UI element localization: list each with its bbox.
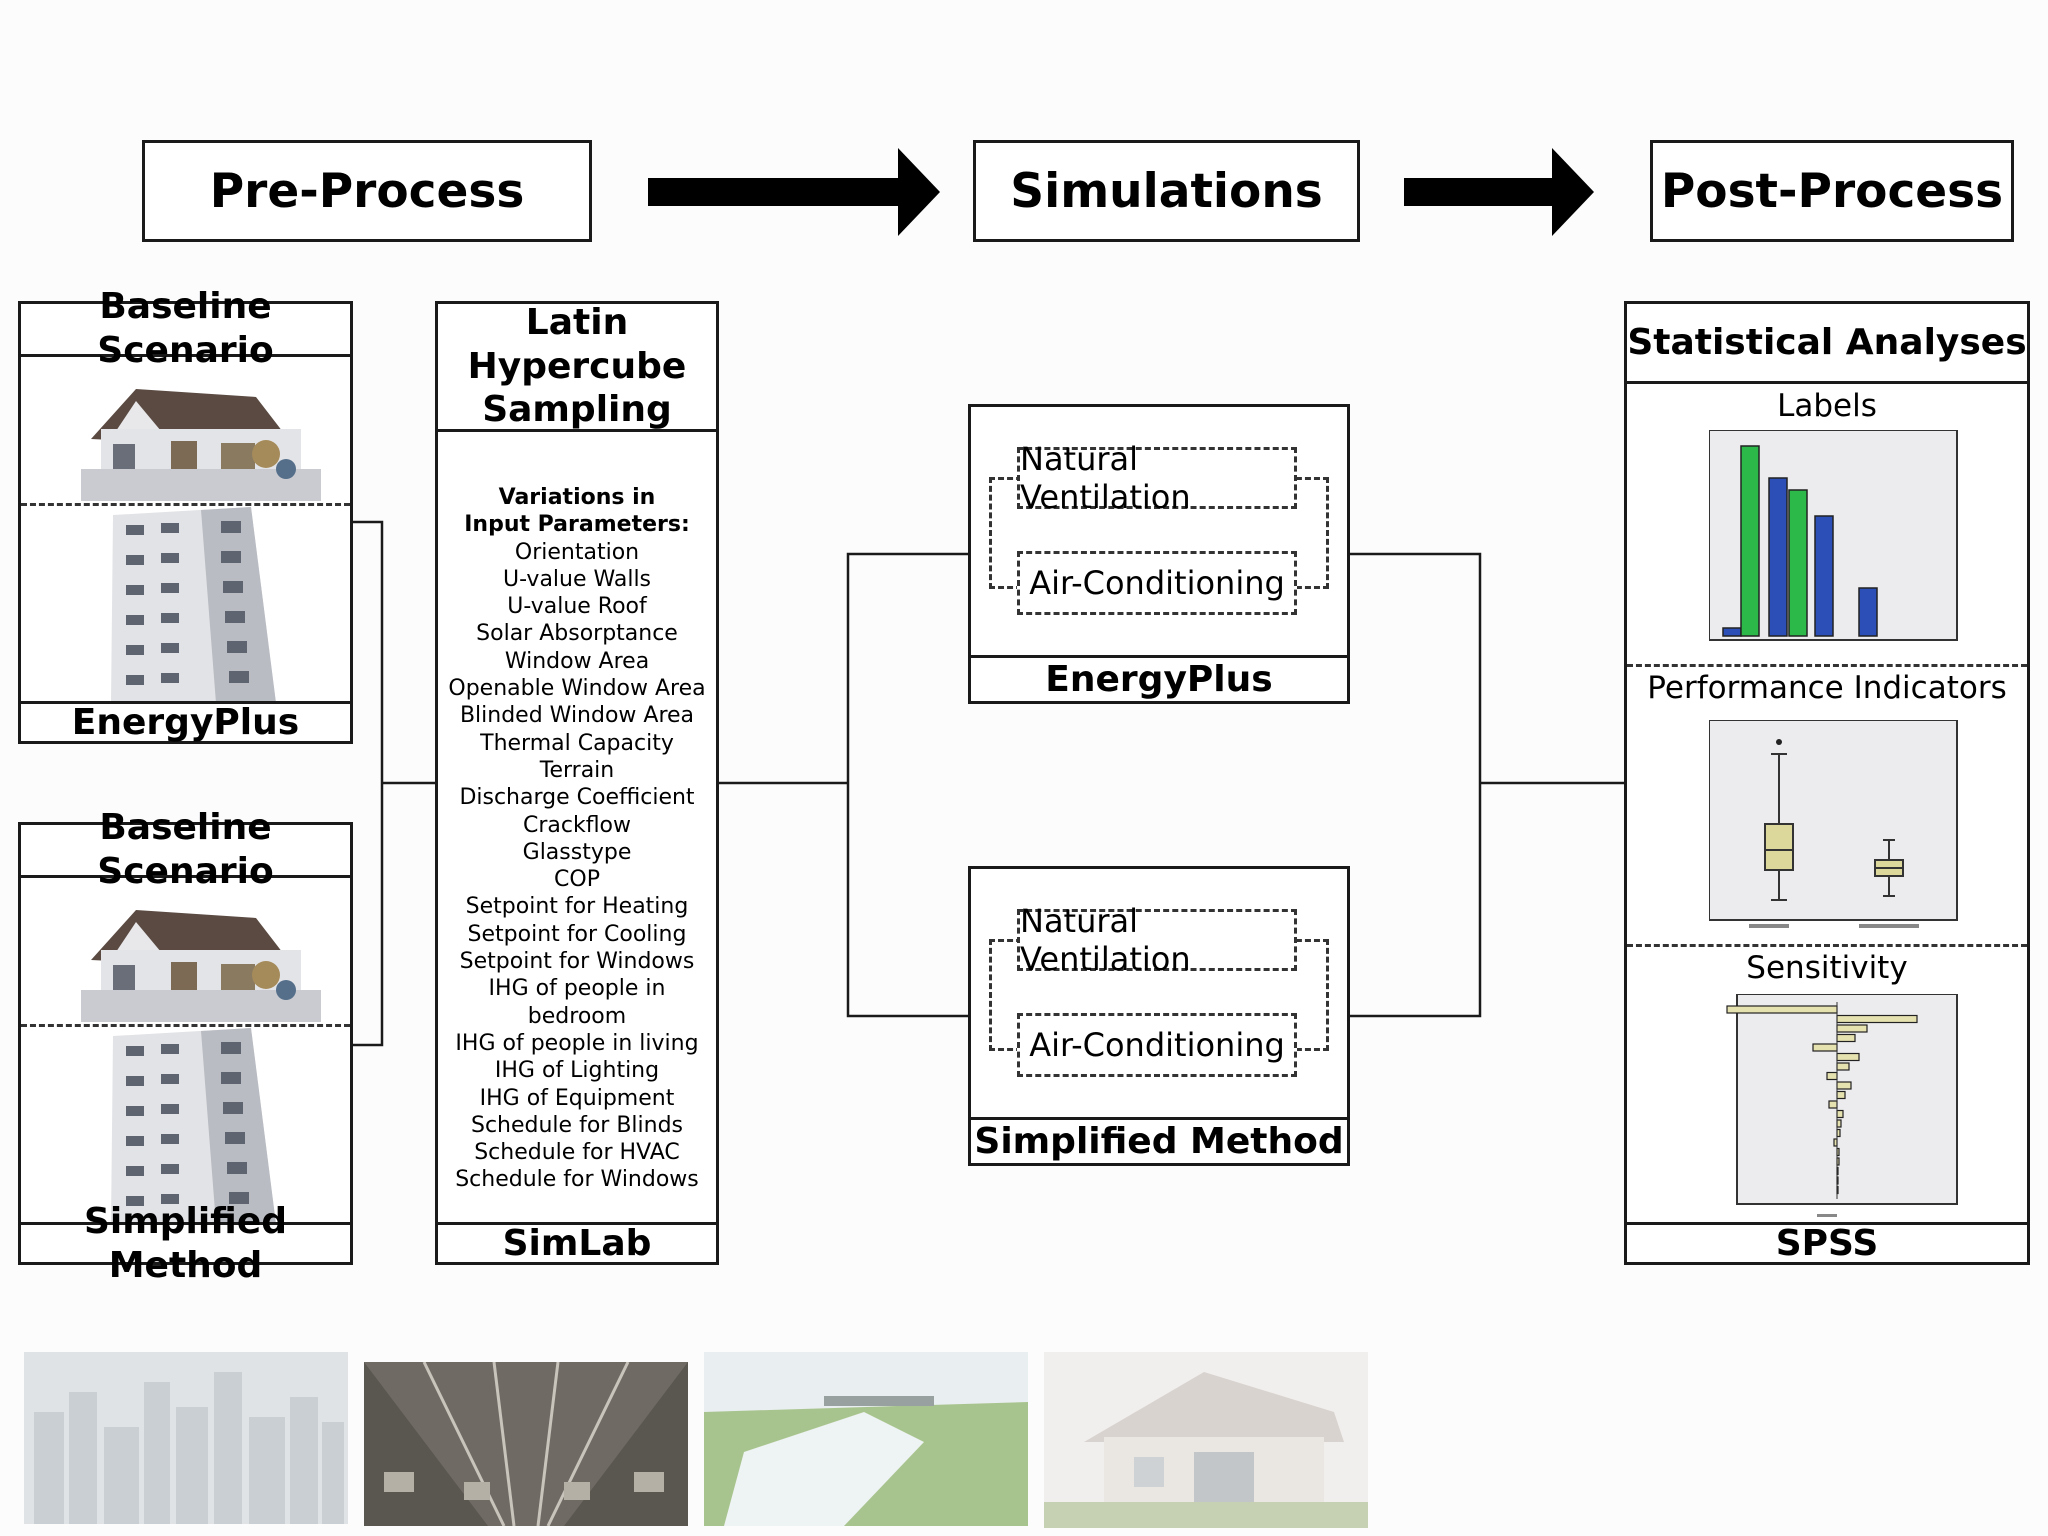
sensitivity-bar (1836, 1014, 1918, 1024)
arrow-pre-to-sim (648, 148, 940, 236)
spss-footer: SPSS (1627, 1222, 2027, 1264)
parameter-item: Window Area (504, 648, 650, 674)
parameter-item: Schedule for Windows (455, 1167, 699, 1193)
parameter-item: Setpoint for Cooling (467, 921, 687, 947)
building-image (111, 507, 276, 703)
baseline-panel-simplified: Baseline Scenario Simplifi (18, 807, 353, 1286)
sensitivity-bar (1836, 1090, 1846, 1100)
parameter-item: U-value Walls (502, 566, 652, 592)
bar (1814, 515, 1834, 637)
baseline-panel-energyplus: Baseline Scenario EnergyPl (18, 286, 353, 744)
parameter-item: Discharge Coefficient (459, 785, 695, 811)
parameter-item: Setpoint for Windows (459, 949, 695, 975)
simplified-method-footer: Simplified Method (21, 1201, 350, 1286)
sampling-title: Latin Hypercube Sampling (438, 302, 716, 432)
sensitivity-bar (1836, 1062, 1850, 1071)
parameter-item: Openable Window Area (448, 676, 706, 702)
parameter-item: IHG of Lighting (494, 1058, 660, 1084)
parameter-item: Blinded Window Area (459, 703, 695, 729)
building-image (111, 1028, 276, 1224)
baseline-scenario-title: Baseline Scenario (21, 286, 350, 371)
modern-house-photo (1044, 1352, 1368, 1528)
bar (1858, 587, 1878, 637)
bar (1788, 489, 1808, 637)
parameter-item: Crackflow (522, 812, 632, 838)
energyplus-footer: EnergyPlus (21, 701, 350, 743)
sensitivity-bar (1836, 1109, 1844, 1119)
parameter-item: Schedule for HVAC (474, 1140, 680, 1166)
facade-photo (364, 1362, 688, 1526)
sensitivity-tornado-chart (1726, 994, 1958, 1217)
sampling-panel: Latin Hypercube Sampling Variations in I… (435, 301, 719, 1265)
statistical-analyses-title: Statistical Analyses (1627, 304, 2027, 384)
natural-ventilation-mode: Natural Ventilation (1017, 440, 1297, 516)
city-skyline-photo (24, 1352, 348, 1524)
bar (1722, 627, 1742, 637)
boxplot-box (1764, 823, 1794, 871)
sensitivity-title: Sensitivity (1746, 950, 1908, 986)
labels-bar-chart (1709, 430, 1958, 641)
sensitivity-bar (1836, 1119, 1842, 1128)
variations-heading: Variations in (498, 485, 656, 510)
simulations-header: Simulations (973, 140, 1360, 242)
air-conditioning-mode: Air-Conditioning (1017, 551, 1297, 615)
post-process-header: Post-Process (1650, 140, 2014, 242)
parameter-item: IHG of Equipment (479, 1085, 675, 1111)
parameter-item: U-value Roof (507, 594, 647, 620)
arrow-sim-to-post (1404, 148, 1594, 236)
sensitivity-bar (1726, 1005, 1838, 1014)
variations-heading: Input Parameters: (464, 512, 690, 538)
simplified-method-footer: Simplified Method (971, 1117, 1347, 1163)
sensitivity-bar (1828, 1100, 1838, 1109)
sensitivity-bar (1836, 1033, 1856, 1043)
parameter-item: COP (554, 867, 600, 893)
image-divider (21, 503, 350, 506)
baseline-scenario-title: Baseline Scenario (21, 807, 350, 892)
section-divider (1627, 664, 2027, 667)
sensitivity-bar (1826, 1071, 1838, 1081)
sensitivity-bar (1836, 1024, 1868, 1033)
performance-boxplot (1709, 720, 1958, 928)
parameter-item: Terrain (539, 757, 615, 783)
labels-section-title: Labels (1777, 388, 1877, 424)
parameter-item: Orientation (514, 539, 640, 565)
parameter-item: IHG of people in living (455, 1030, 699, 1056)
section-divider (1627, 944, 2027, 947)
parameter-item: Glasstype (522, 839, 632, 865)
left-bracket-line (352, 520, 384, 1047)
sensitivity-bar (1836, 1052, 1860, 1062)
image-divider (21, 1024, 350, 1027)
parameter-item: Setpoint for Heating (465, 894, 689, 920)
parameter-item: Thermal Capacity (480, 730, 674, 756)
simlab-footer: SimLab (438, 1222, 716, 1264)
bar (1740, 445, 1760, 637)
performance-indicators-title: Performance Indicators (1647, 670, 2007, 706)
statistical-analyses-panel: Statistical Analyses Labels Performance … (1624, 301, 2030, 1265)
parameter-item: Solar Absorptance (476, 621, 678, 647)
simulation-panel-simplified: Natural Ventilation Air-Conditioning Sim… (968, 866, 1350, 1166)
house-image (81, 910, 321, 1022)
sim-merge-line (1330, 552, 1482, 1018)
energyplus-footer: EnergyPlus (971, 655, 1347, 701)
simulation-panel-energyplus: Natural Ventilation Air-Conditioning Ene… (968, 404, 1350, 704)
parameter-item: Schedule for Blinds (470, 1112, 684, 1138)
sim-split-line (846, 552, 985, 1018)
sensitivity-bar (1836, 1081, 1852, 1090)
natural-ventilation-mode: Natural Ventilation (1017, 902, 1297, 978)
sensitivity-bar (1812, 1043, 1838, 1052)
house-image (81, 389, 321, 501)
parameter-list: Variations in Input Parameters: Orientat… (438, 484, 716, 1194)
parameter-item: IHG of people in bedroom (488, 976, 666, 1029)
air-conditioning-mode: Air-Conditioning (1017, 1013, 1297, 1077)
bar (1768, 477, 1788, 637)
pre-process-header: Pre-Process (142, 140, 592, 242)
dam-landscape-photo (704, 1352, 1028, 1526)
